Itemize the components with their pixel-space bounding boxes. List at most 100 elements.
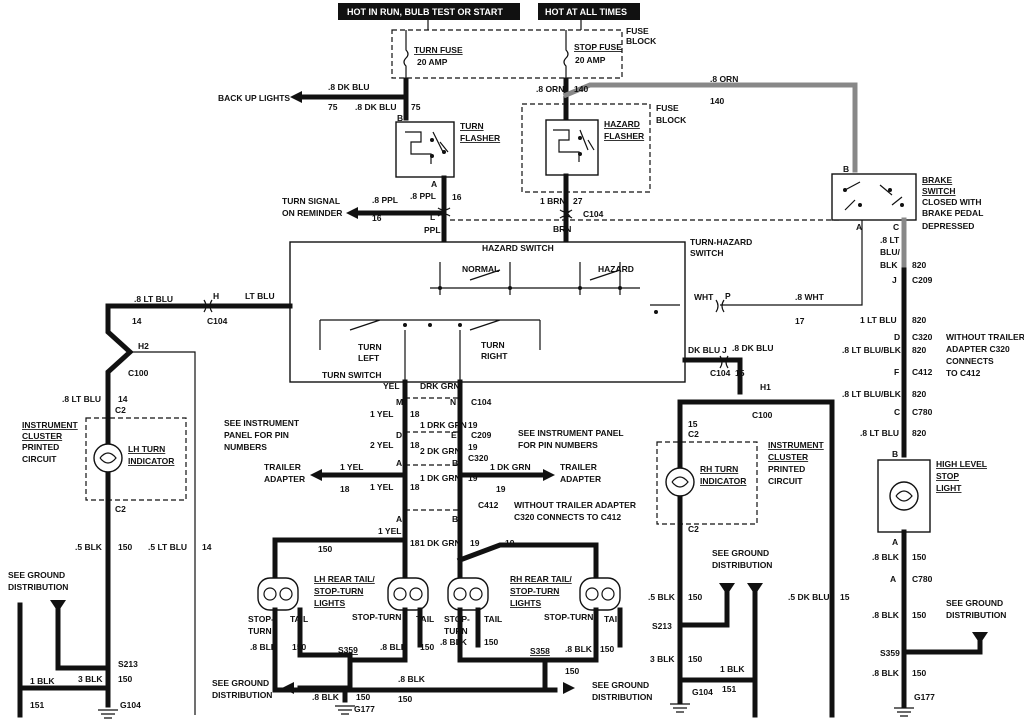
svg-text:BLOCK: BLOCK	[656, 115, 687, 125]
svg-text:HAZARD: HAZARD	[598, 264, 634, 274]
svg-text:.5 BLK: .5 BLK	[648, 592, 676, 602]
svg-text:CLUSTER: CLUSTER	[768, 452, 808, 462]
stop-fuse: STOP FUSE 20 AMP	[563, 30, 622, 80]
svg-text:18: 18	[340, 484, 350, 494]
svg-text:820: 820	[912, 260, 926, 270]
svg-text:PRINTED: PRINTED	[22, 442, 59, 452]
svg-text:.8 BLK: .8 BLK	[250, 642, 278, 652]
svg-text:150: 150	[688, 592, 702, 602]
svg-text:19: 19	[496, 484, 506, 494]
svg-text:H2: H2	[138, 341, 149, 351]
svg-text:DISTRIBUTION: DISTRIBUTION	[212, 690, 272, 700]
svg-text:.8 BLK: .8 BLK	[380, 642, 408, 652]
svg-text:C104: C104	[710, 368, 731, 378]
svg-text:15: 15	[688, 419, 698, 429]
svg-text:STOP-TURN: STOP-TURN	[544, 612, 593, 622]
svg-text:C320 CONNECTS TO C412: C320 CONNECTS TO C412	[514, 512, 621, 522]
svg-text:.8 DK BLU: .8 DK BLU	[355, 102, 397, 112]
svg-text:27: 27	[573, 196, 583, 206]
svg-text:.5 DK BLU: .5 DK BLU	[788, 592, 830, 602]
svg-text:DISTRIBUTION: DISTRIBUTION	[946, 610, 1006, 620]
svg-text:TRAILER: TRAILER	[264, 462, 301, 472]
svg-text:G104: G104	[120, 700, 141, 710]
svg-text:1 BLK: 1 BLK	[720, 664, 745, 674]
svg-text:P: P	[725, 291, 731, 301]
svg-text:K: K	[565, 209, 572, 219]
svg-text:LT BLU: LT BLU	[245, 291, 275, 301]
svg-text:INDICATOR: INDICATOR	[128, 456, 174, 466]
svg-text:1 LT BLU: 1 LT BLU	[860, 315, 897, 325]
fuse-block	[391, 29, 623, 79]
svg-text:C: C	[893, 222, 899, 232]
rh-instrument-cluster	[656, 441, 758, 525]
svg-text:SWITCH: SWITCH	[690, 248, 724, 258]
svg-text:BRN: BRN	[553, 224, 571, 234]
svg-text:ADAPTER: ADAPTER	[560, 474, 601, 484]
svg-text:H: H	[213, 291, 219, 301]
svg-text:SEE INSTRUMENT PANEL: SEE INSTRUMENT PANEL	[518, 428, 624, 438]
rh-rear-lamp-inner	[447, 577, 489, 611]
svg-text:DISTRIBUTION: DISTRIBUTION	[712, 560, 772, 570]
svg-text:L: L	[430, 212, 435, 222]
svg-text:151: 151	[722, 684, 736, 694]
svg-text:NORMAL: NORMAL	[462, 264, 499, 274]
svg-text:TURN: TURN	[444, 626, 468, 636]
svg-text:18: 18	[410, 409, 420, 419]
svg-text:TRAILER: TRAILER	[560, 462, 597, 472]
svg-text:.8 BLK: .8 BLK	[872, 552, 900, 562]
svg-text:STOP: STOP	[936, 471, 959, 481]
svg-text:1 YEL: 1 YEL	[370, 409, 393, 419]
rh-turn-indicator: RH TURN INDICATOR	[665, 464, 746, 497]
svg-text:C320: C320	[468, 453, 489, 463]
svg-text:1 DK GRN: 1 DK GRN	[420, 538, 461, 548]
svg-text:H1: H1	[760, 382, 771, 392]
svg-text:.8 BLK: .8 BLK	[565, 644, 593, 654]
svg-text:SWITCH: SWITCH	[922, 186, 956, 196]
svg-text:150: 150	[292, 642, 306, 652]
svg-text:820: 820	[912, 345, 926, 355]
svg-text:C209: C209	[912, 275, 933, 285]
svg-text:140: 140	[710, 96, 724, 106]
svg-text:LH TURN: LH TURN	[128, 444, 165, 454]
svg-text:TAIL: TAIL	[484, 614, 502, 624]
svg-text:1 DK GRN: 1 DK GRN	[420, 473, 461, 483]
svg-text:150: 150	[600, 644, 614, 654]
svg-text:S213: S213	[118, 659, 138, 669]
svg-text:F: F	[894, 367, 899, 377]
svg-text:C780: C780	[912, 574, 933, 584]
svg-text:19: 19	[468, 473, 478, 483]
svg-text:.8 ORN: .8 ORN	[710, 74, 738, 84]
svg-text:PRINTED: PRINTED	[768, 464, 805, 474]
svg-text:150: 150	[398, 694, 412, 704]
svg-text:C412: C412	[478, 500, 499, 510]
svg-text:RH TURN: RH TURN	[700, 464, 738, 474]
turn-fuse: TURN FUSE 20 AMP	[403, 30, 463, 80]
orn-wire	[562, 82, 858, 173]
svg-text:C780: C780	[912, 407, 933, 417]
turn-hazard-switch-label: TURN-HAZARD	[690, 237, 752, 247]
svg-text:150: 150	[688, 654, 702, 664]
svg-text:BLK: BLK	[880, 260, 898, 270]
svg-text:A: A	[396, 458, 402, 468]
rh-rear-lamp-outer	[579, 577, 621, 611]
svg-text:19: 19	[505, 538, 515, 548]
svg-text:CLUSTER: CLUSTER	[22, 431, 62, 441]
svg-text:.8 BLK: .8 BLK	[440, 637, 468, 647]
svg-text:TURN SWITCH: TURN SWITCH	[322, 370, 382, 380]
svg-text:B: B	[892, 449, 898, 459]
svg-text:DISTRIBUTION: DISTRIBUTION	[8, 582, 68, 592]
svg-text:15: 15	[735, 368, 745, 378]
lh-rear-lamp-inner	[387, 577, 429, 611]
svg-text:C412: C412	[912, 367, 933, 377]
far-right-ground-label: SEE GROUND	[946, 598, 1003, 608]
svg-text:.8 LT BLU/BLK: .8 LT BLU/BLK	[842, 345, 902, 355]
svg-text:RIGHT: RIGHT	[481, 351, 508, 361]
svg-text:TO C412: TO C412	[946, 368, 981, 378]
svg-text:FLASHER: FLASHER	[604, 131, 644, 141]
svg-text:FOR PIN NUMBERS: FOR PIN NUMBERS	[518, 440, 598, 450]
svg-text:C104: C104	[583, 209, 604, 219]
svg-text:BRAKE PEDAL: BRAKE PEDAL	[922, 208, 983, 218]
svg-text:17: 17	[795, 316, 805, 326]
rh-rear-lights-label: RH REAR TAIL/	[510, 574, 572, 584]
svg-text:INSTRUMENT: INSTRUMENT	[768, 440, 825, 450]
